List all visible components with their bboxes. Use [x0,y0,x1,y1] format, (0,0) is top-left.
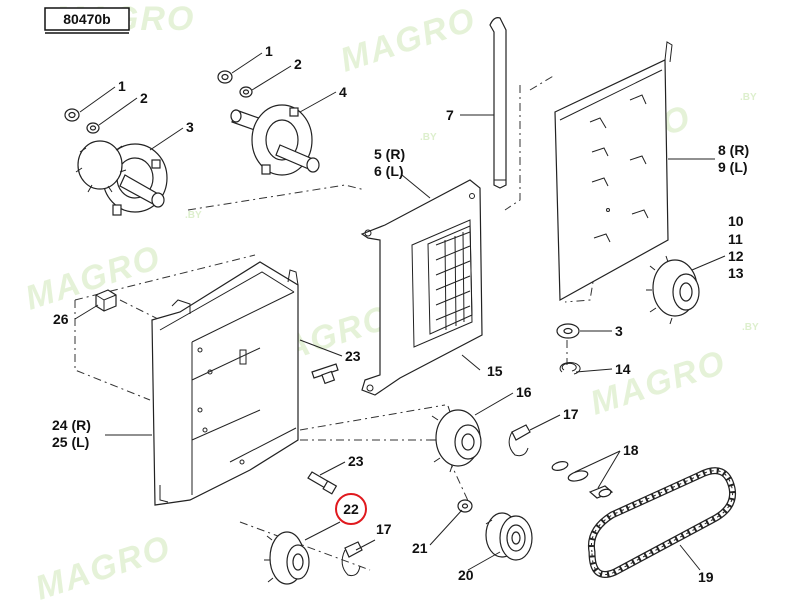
leader-lines [74,52,726,571]
watermark: MAGRO [336,0,481,80]
callout-3: 3 [615,323,623,339]
washer-21 [457,499,473,513]
plate-8-9 [554,41,673,302]
callout-1: 1 [118,78,126,94]
highlight-ring [335,493,367,525]
callout-17: 17 [563,406,579,422]
washer-3-right [556,323,580,339]
callout-7: 7 [446,107,454,123]
watermark-suffix: .BY [740,92,757,103]
idler-pulley-20 [485,512,533,561]
rod-7 [489,17,507,189]
block-26 [95,289,117,312]
callout-5: 5 (R) [374,146,405,162]
bolt-23-lower [307,471,338,495]
callout-22-highlighted: 22 [343,501,359,517]
callout-21: 21 [412,540,428,556]
bolt-23-upper [311,363,339,385]
callout-2: 2 [294,56,302,72]
callout-labels: 1 2 3 1 2 4 7 5 (R) 6 (L) 8 (R) 9 (L) 10… [52,43,749,585]
callout-16: 16 [516,384,532,400]
callout-24: 24 (R) [52,417,91,433]
callout-15: 15 [487,363,503,379]
callout-6: 6 (L) [374,163,404,179]
pin-17-upper [508,424,531,457]
side-frame-24-25 [151,261,299,506]
reference-code-box: 80470b [44,7,130,34]
callout-9: 9 (L) [718,159,748,175]
callout-12: 12 [728,248,744,264]
pin-17-lower [341,541,363,577]
callout-10: 10 [728,213,744,229]
callout-13: 13 [728,265,744,281]
sprocket-22 [264,531,310,585]
watermark: MAGRO [21,238,166,318]
callout-11: 11 [728,231,743,247]
shaft-assembly-4 [217,70,320,176]
callout-18: 18 [623,442,639,458]
callout-20: 20 [458,567,474,583]
callout-26: 26 [53,311,69,327]
callout-23: 23 [348,453,364,469]
sprocket-16 [430,405,482,473]
watermark: MAGRO [586,343,731,423]
watermark-suffix: .BY [185,210,202,221]
chain-19 [587,467,737,578]
callout-8: 8 (R) [718,142,749,158]
label-plate-5-6 [360,179,483,396]
shaft-assembly-3 [64,108,168,216]
callout-19: 19 [698,569,714,585]
callout-4: 4 [339,84,347,100]
callout-23: 23 [345,348,361,364]
callout-2: 2 [140,90,148,106]
reference-code: 80470b [63,11,110,27]
watermark-suffix: .BY [420,132,437,143]
callout-3: 3 [186,119,194,135]
gear-10-13 [646,255,700,325]
watermark: MAGRO [31,528,176,600]
callout-1: 1 [265,43,273,59]
callout-14: 14 [615,361,631,377]
callout-25: 25 (L) [52,434,89,450]
callout-17: 17 [376,521,392,537]
watermark-suffix: .BY [742,322,759,333]
